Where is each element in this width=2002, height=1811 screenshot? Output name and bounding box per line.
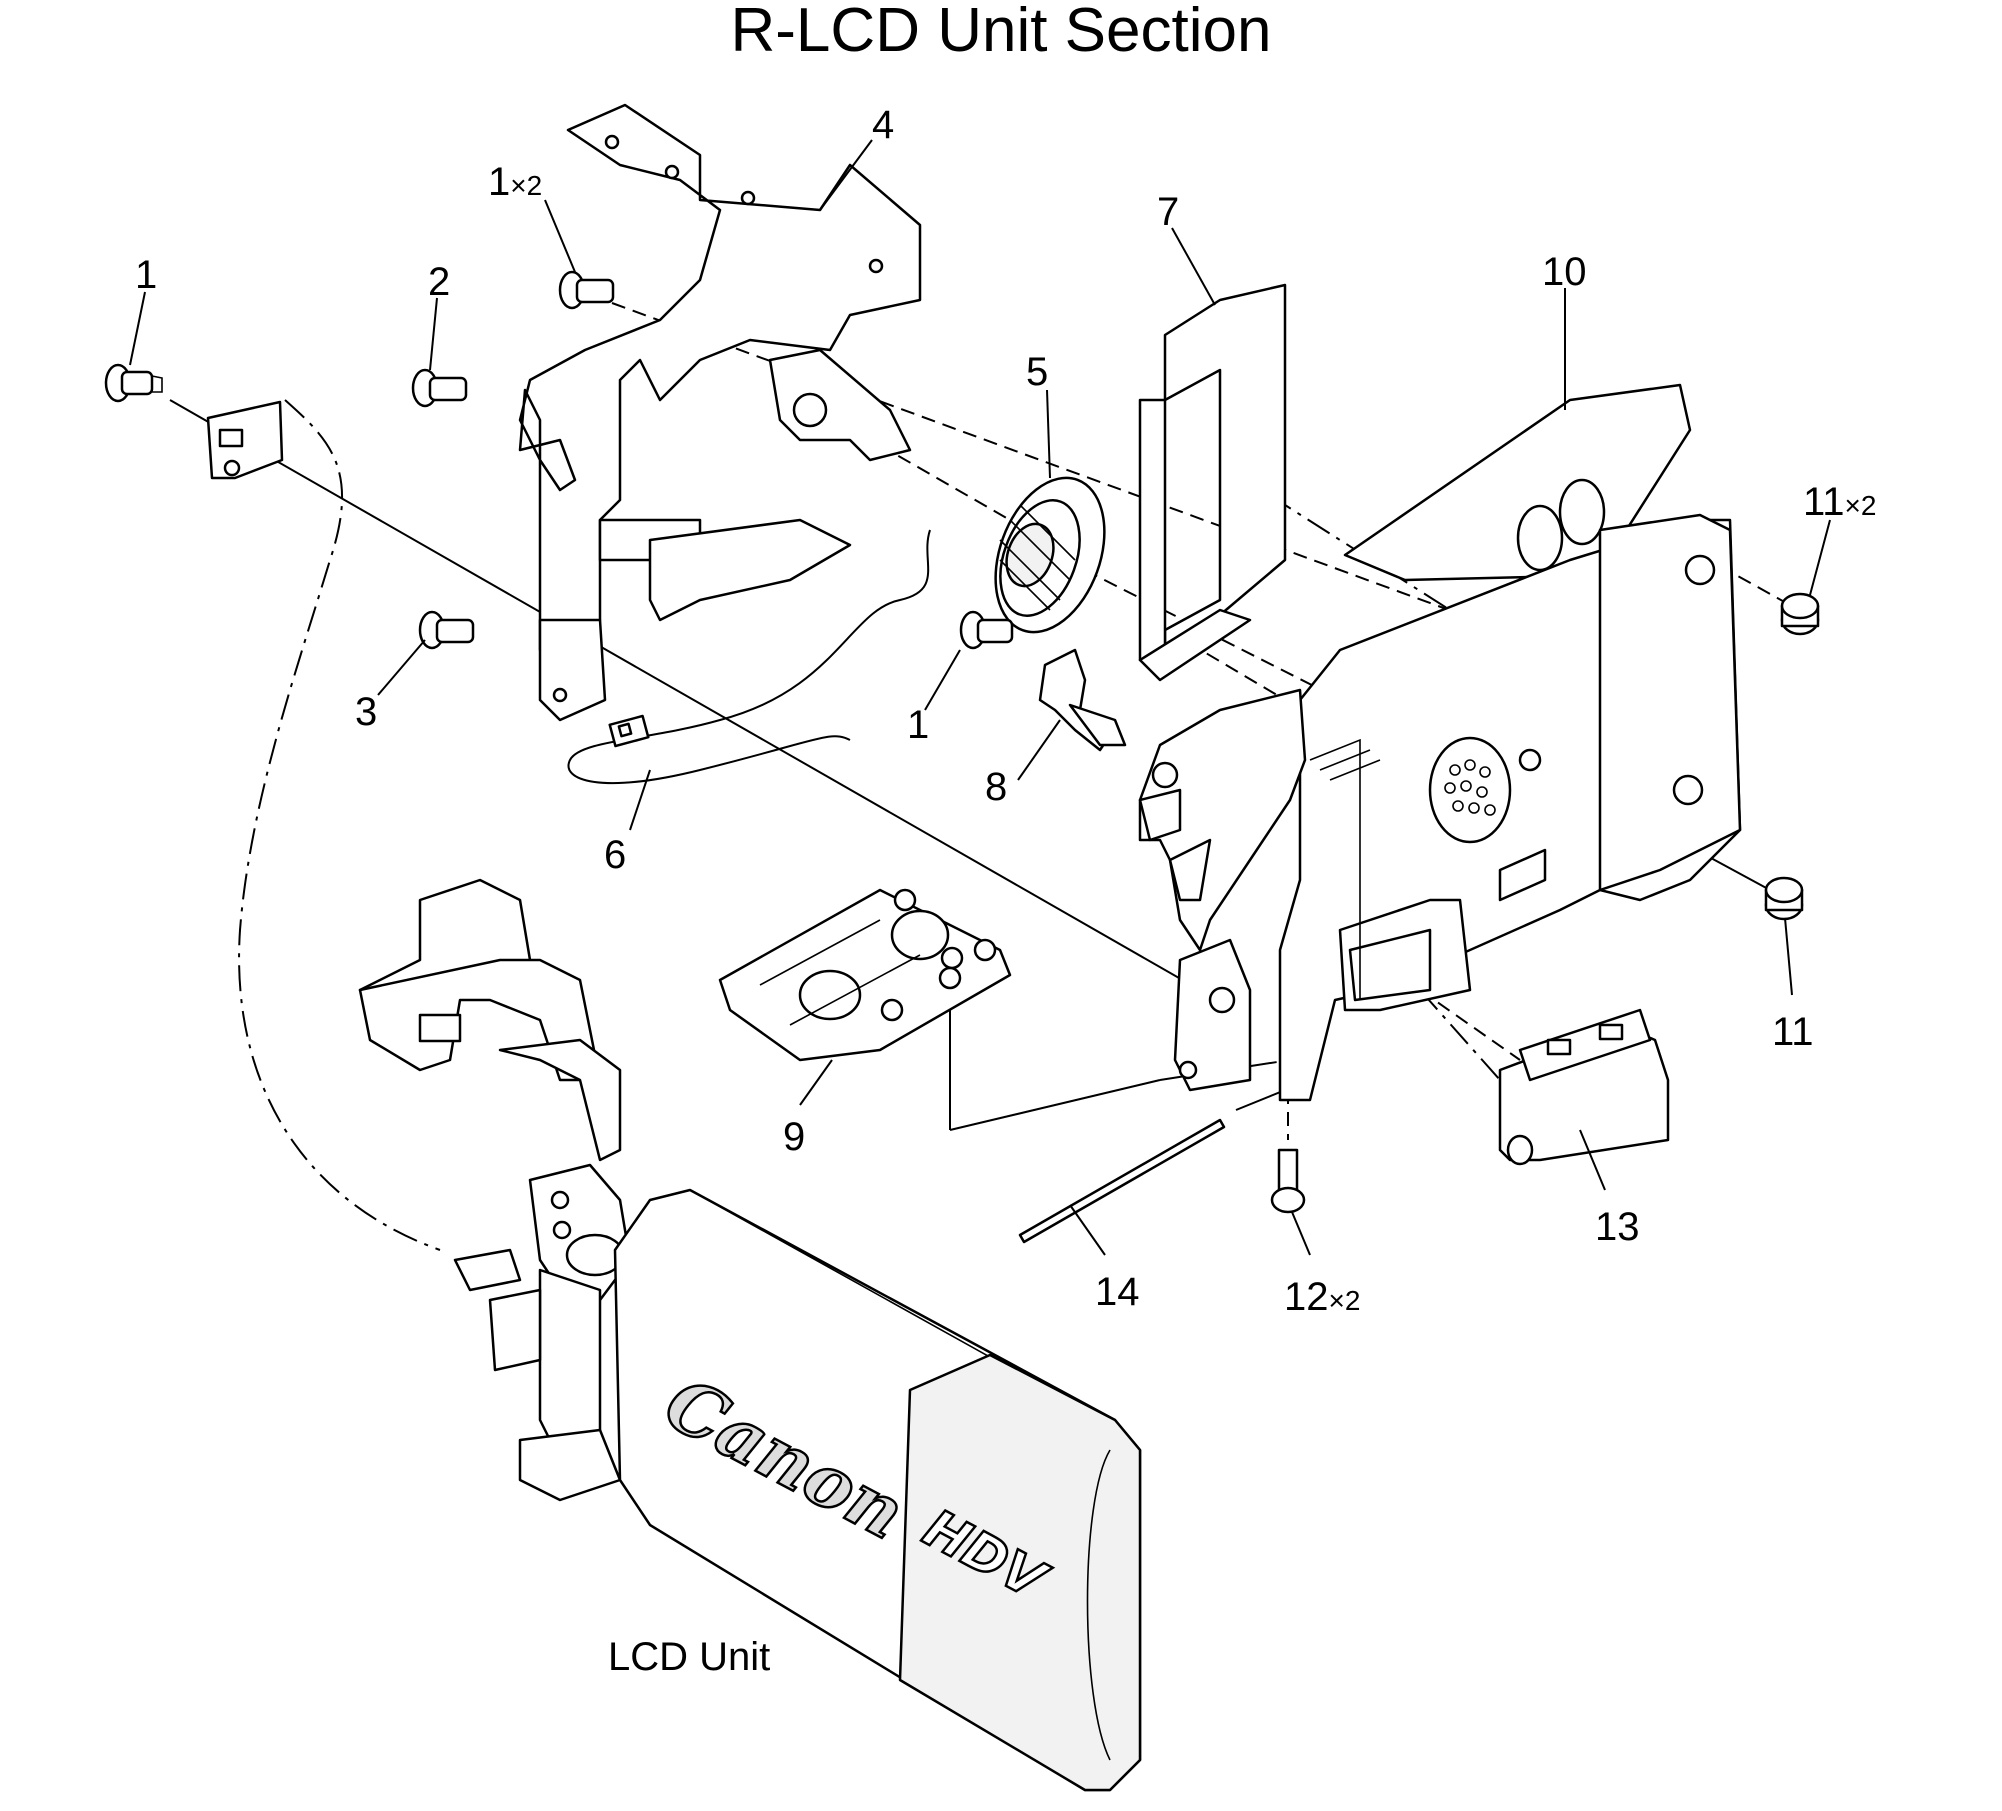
screw-1x2 <box>558 270 615 310</box>
board-9 <box>718 888 1012 1062</box>
speaker-grille <box>1444 759 1496 816</box>
speaker-5 <box>994 476 1106 634</box>
screw-2 <box>411 368 468 408</box>
lcd-unit-label: LCD Unit <box>608 1635 770 1679</box>
diagram-title: R-LCD Unit Section <box>730 0 1272 65</box>
screw-1-mid <box>959 610 1014 650</box>
bracket-8 <box>1038 648 1127 752</box>
screw-1-left <box>104 363 163 403</box>
callout-6: 6 <box>604 833 626 877</box>
callout-1-left: 1 <box>135 253 157 297</box>
bracket-4 <box>518 103 922 722</box>
callout-14: 14 <box>1095 1270 1140 1314</box>
callout-3: 3 <box>355 690 377 734</box>
callout-4: 4 <box>872 103 894 147</box>
callout-8: 8 <box>985 765 1007 809</box>
lcd-unit: Canon HDV <box>453 1163 1142 1792</box>
callout-11x2: 11×2 <box>1803 480 1876 524</box>
callout-7: 7 <box>1157 190 1179 234</box>
chassis-10 <box>1138 383 1742 1102</box>
callout-13: 13 <box>1595 1205 1640 1249</box>
callout-11: 11 <box>1772 1010 1814 1054</box>
cap-11x2 <box>1780 592 1820 636</box>
callout-5: 5 <box>1026 350 1048 394</box>
callouts: 1 2 1×2 3 4 5 6 7 1 8 10 11×2 11 <box>129 103 1876 1319</box>
cap-11 <box>1764 876 1804 921</box>
cover-13 <box>1498 1008 1670 1166</box>
callout-12x2: 12×2 <box>1284 1275 1360 1319</box>
screw-12x2 <box>1270 1148 1306 1214</box>
pin-14 <box>1018 1118 1226 1244</box>
small-bracket <box>206 400 284 480</box>
sheet-7 <box>1138 283 1287 682</box>
callout-1x2: 1×2 <box>488 160 542 204</box>
flex-cable <box>358 878 622 1162</box>
callout-2: 2 <box>428 260 450 304</box>
connector-6 <box>608 714 650 748</box>
callout-1-mid: 1 <box>907 703 929 747</box>
screw-3 <box>418 610 475 650</box>
callout-10: 10 <box>1542 250 1587 294</box>
callout-9: 9 <box>783 1115 805 1159</box>
